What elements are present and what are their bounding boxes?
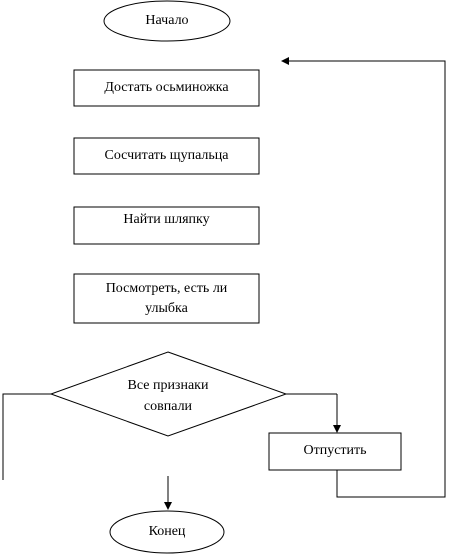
start-terminator: Начало: [103, 0, 231, 42]
decision-left-connector: [2, 393, 51, 480]
step-get-octopus: Достать осьминожка: [73, 69, 260, 107]
step-count-tentacles-box: [73, 137, 260, 175]
loop-back-arrowhead: [281, 57, 289, 65]
step-find-hat-label: Найти шляпку: [123, 212, 209, 227]
decision-diamond: [49, 351, 288, 437]
start-ellipse: [103, 0, 231, 42]
step-check-smile-label-line2: улыбка: [145, 301, 188, 316]
action-release-label: Отпустить: [303, 443, 366, 458]
step-count-tentacles-label: Сосчитать щупальца: [105, 148, 230, 163]
decision-label-line1: Все признаки: [128, 378, 209, 393]
step-get-octopus-box: [73, 69, 260, 107]
step-check-smile: Посмотреть, есть ли улыбка: [73, 273, 260, 324]
decision-label-line2: совпали: [144, 399, 193, 414]
step-get-octopus-label: Достать осьминожка: [104, 80, 229, 95]
end-ellipse: [109, 510, 225, 554]
start-label: Начало: [145, 13, 188, 28]
action-release: Отпустить: [268, 432, 402, 471]
step-find-hat: Найти шляпку: [73, 206, 260, 245]
to-release-arrowhead: [333, 425, 341, 433]
step-find-hat-box: [73, 206, 260, 245]
action-release-box: [268, 432, 402, 471]
end-terminator: Конец: [109, 510, 225, 554]
loop-back-connector: [288, 60, 446, 498]
step-check-smile-box: [73, 273, 260, 324]
step-check-smile-label-line1: Посмотреть, есть ли: [106, 281, 228, 296]
to-end-arrowhead: [164, 502, 172, 510]
end-label: Конец: [149, 524, 186, 539]
step-count-tentacles: Сосчитать щупальца: [73, 137, 260, 175]
decision-all-match: Все признаки совпали: [49, 351, 288, 437]
